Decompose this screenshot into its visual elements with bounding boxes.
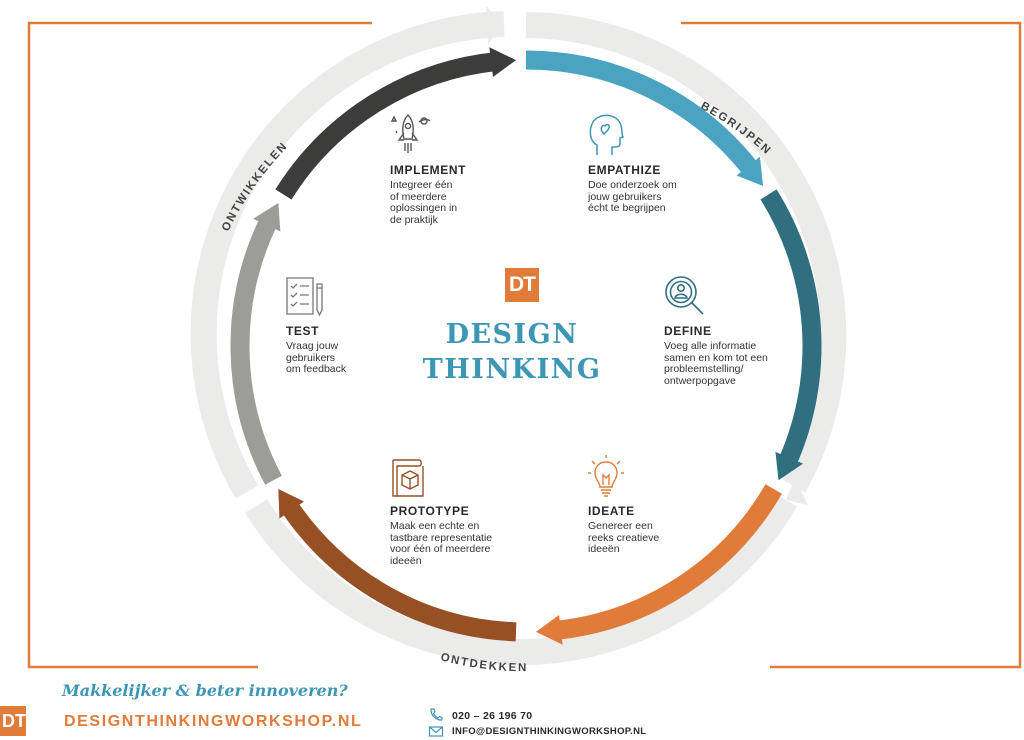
stage-description-line: Genereer een (588, 520, 653, 532)
stage-description: Doe onderzoek om jouw gebruikers écht te… (588, 179, 708, 215)
stage-description-line: oplossingen in (390, 202, 458, 214)
stage-description: Genereer een reeks creatieve ideeën (588, 520, 708, 556)
cycle-arc-ideate (554, 484, 782, 640)
cycle-arc-define (760, 189, 822, 467)
cycle-arrowhead-implement (489, 47, 517, 78)
stage-description-line: om feedback (286, 363, 347, 375)
stage-title: IMPLEMENT (390, 163, 467, 177)
stage-prototype: PROTOTYPE Maak een echte en tastbare rep… (390, 504, 530, 567)
stage-description-line: Vraag jouw (286, 340, 339, 352)
stage-description: Vraag jouw gebruikers om feedback (286, 340, 406, 376)
stage-test: TEST Vraag jouw gebruikers om feedback (286, 324, 406, 376)
stage-title: IDEATE (588, 504, 635, 518)
footer-tagline: Makkelijker & beter innoveren? (62, 681, 348, 700)
stage-define: DEFINE Voeg alle informatie samen en kom… (664, 324, 804, 387)
stage-description-line: ideeën (390, 554, 422, 567)
cycle-arc-test (230, 216, 282, 485)
stage-description-line: écht te begrijpen (588, 202, 666, 214)
stage-description: Integreer één of meerdere oplossingen in… (390, 179, 510, 226)
cycle-arrowhead-prototype (278, 489, 305, 519)
stage-description-line: Doe onderzoek om (588, 179, 677, 191)
footer-phone[interactable]: 020 – 26 196 70 (452, 710, 533, 722)
footer-website-link[interactable]: DESIGNTHINKINGWORKSHOP.NL (64, 713, 363, 730)
stage-description-line: Integreer één (390, 179, 453, 191)
phone-icon (430, 708, 443, 721)
stage-description-line: Maak een echte en (390, 520, 480, 532)
center-title-design: DESIGN (445, 319, 579, 350)
mail-icon (428, 726, 444, 737)
stage-description-line: de praktijk (390, 213, 438, 226)
stage-description-line: reeks creatieve (588, 531, 660, 544)
stage-description-line: samen en kom tot een (664, 351, 768, 364)
magnifier-person-icon (665, 276, 704, 315)
blueprint-cube-icon (392, 459, 424, 497)
cycle-arrowhead-define (775, 451, 804, 481)
stage-description: Maak een echte en tastbare representatie… (390, 520, 530, 567)
stage-title: TEST (286, 324, 320, 338)
orange-frame (27, 21, 1022, 669)
stage-implement: IMPLEMENT Integreer één of meerdere oplo… (390, 163, 510, 226)
stage-description-line: voor één of meerdere (390, 543, 491, 555)
cycle-arrowhead-empathize (736, 156, 764, 187)
cycle-arc-empathize (525, 50, 759, 176)
lightbulb-icon (588, 455, 624, 497)
rocket-icon (390, 114, 431, 153)
center-logo: DT (505, 268, 539, 302)
outer-ring (190, 11, 847, 666)
footer-email[interactable]: INFO@DESIGNTHINKINGWORKSHOP.NL (452, 726, 647, 737)
cycle-arrowhead-test (253, 203, 281, 232)
stage-ideate: IDEATE Genereer een reeks creatieve idee… (588, 504, 708, 556)
stage-description-line: jouw gebruikers (588, 190, 662, 203)
stage-description: Voeg alle informatie samen en kom tot ee… (664, 340, 804, 387)
stage-description-line: gebruikers (286, 351, 336, 364)
center-title-thinking: THINKING (422, 354, 602, 385)
cycle-arc-implement (275, 52, 498, 200)
stage-description-line: ontwerpopgave (664, 374, 736, 387)
stage-description-line: of meerdere (390, 190, 447, 203)
stage-description-line: tastbare representatie (390, 531, 493, 544)
stage-empathize: EMPATHIZE Doe onderzoek om jouw gebruike… (588, 163, 708, 215)
stage-description-line: probleemstelling/ (664, 363, 744, 375)
cycle-arc-prototype (281, 500, 517, 642)
stage-title: EMPATHIZE (588, 163, 661, 177)
cycle-arrowhead-ideate (535, 614, 563, 645)
stage-title: PROTOTYPE (390, 504, 470, 518)
stage-description-line: Voeg alle informatie (664, 340, 757, 352)
head-heart-icon (589, 114, 625, 155)
outer-arrowheads (486, 6, 808, 505)
contact-icons (428, 708, 444, 737)
stage-description-line: ideeën (588, 543, 620, 555)
stage-title: DEFINE (664, 324, 712, 338)
footer-logo: DT (0, 706, 26, 736)
checklist-pencil-icon (286, 277, 323, 317)
